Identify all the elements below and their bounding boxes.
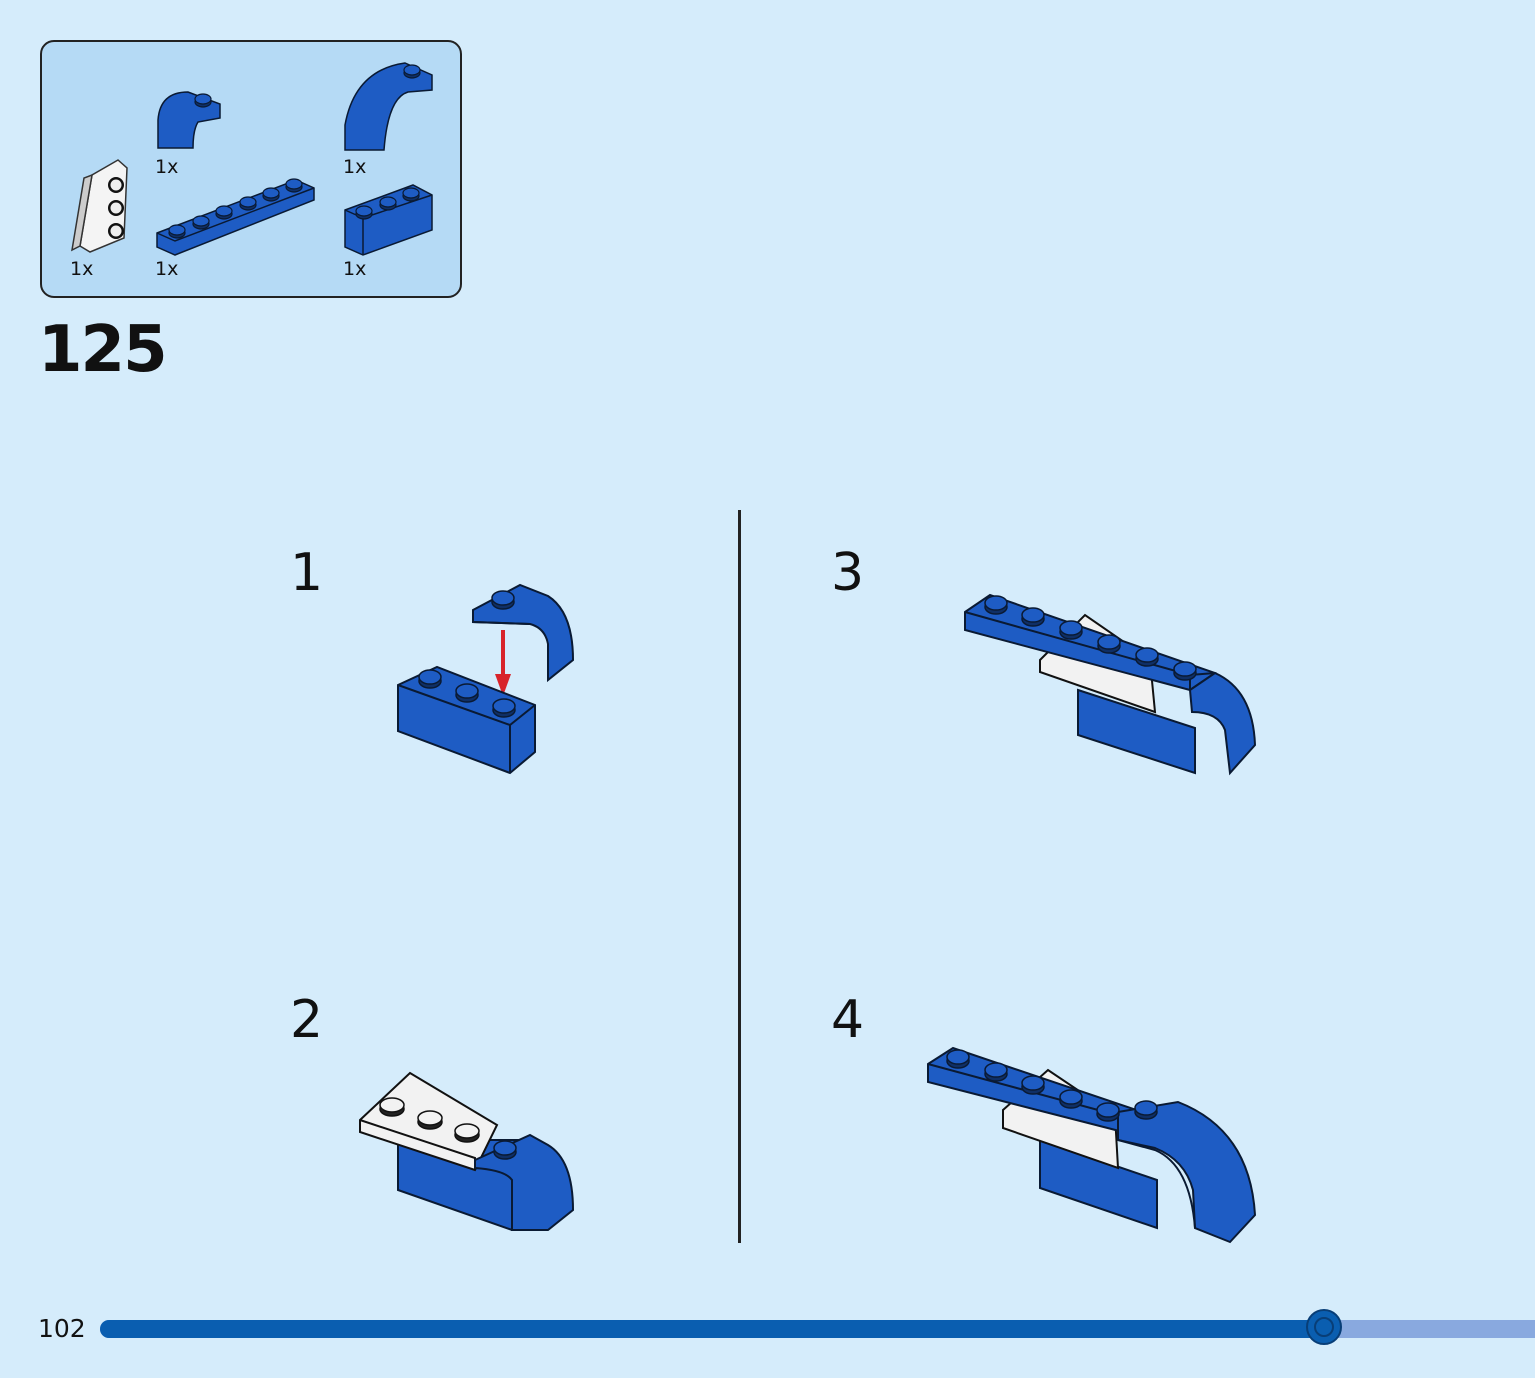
substep-3-number: 3 (831, 543, 865, 603)
part-qty-brick-1x3: 1x (343, 258, 367, 280)
substep-3-illustration (964, 593, 1257, 776)
page-number: 102 (38, 1314, 86, 1343)
part-qty-white-wedge: 1x (70, 258, 94, 280)
part-white-wedge-plate-icon (71, 159, 128, 253)
step-number: 125 (38, 313, 168, 387)
part-plate-1x6-icon (156, 178, 315, 256)
substep-2-number: 2 (290, 990, 324, 1050)
substep-divider (738, 510, 741, 1243)
substep-4-illustration (927, 1046, 1257, 1244)
part-qty-curved-small: 1x (155, 156, 179, 178)
progress-bar-fill (100, 1320, 1324, 1338)
part-qty-plate-1x6: 1x (155, 258, 179, 280)
substep-1-illustration (397, 583, 575, 775)
part-curved-slope-small-icon (157, 91, 221, 149)
progress-bar-knob (1306, 1309, 1342, 1345)
substep-2-illustration (359, 1071, 575, 1231)
substep-4-number: 4 (831, 990, 865, 1050)
substep-1-number: 1 (290, 543, 324, 603)
part-brick-1x3-icon (344, 184, 433, 256)
progress-bar (100, 1309, 1535, 1345)
part-qty-curved-large: 1x (343, 156, 367, 178)
part-curved-slope-large-icon (344, 62, 433, 151)
